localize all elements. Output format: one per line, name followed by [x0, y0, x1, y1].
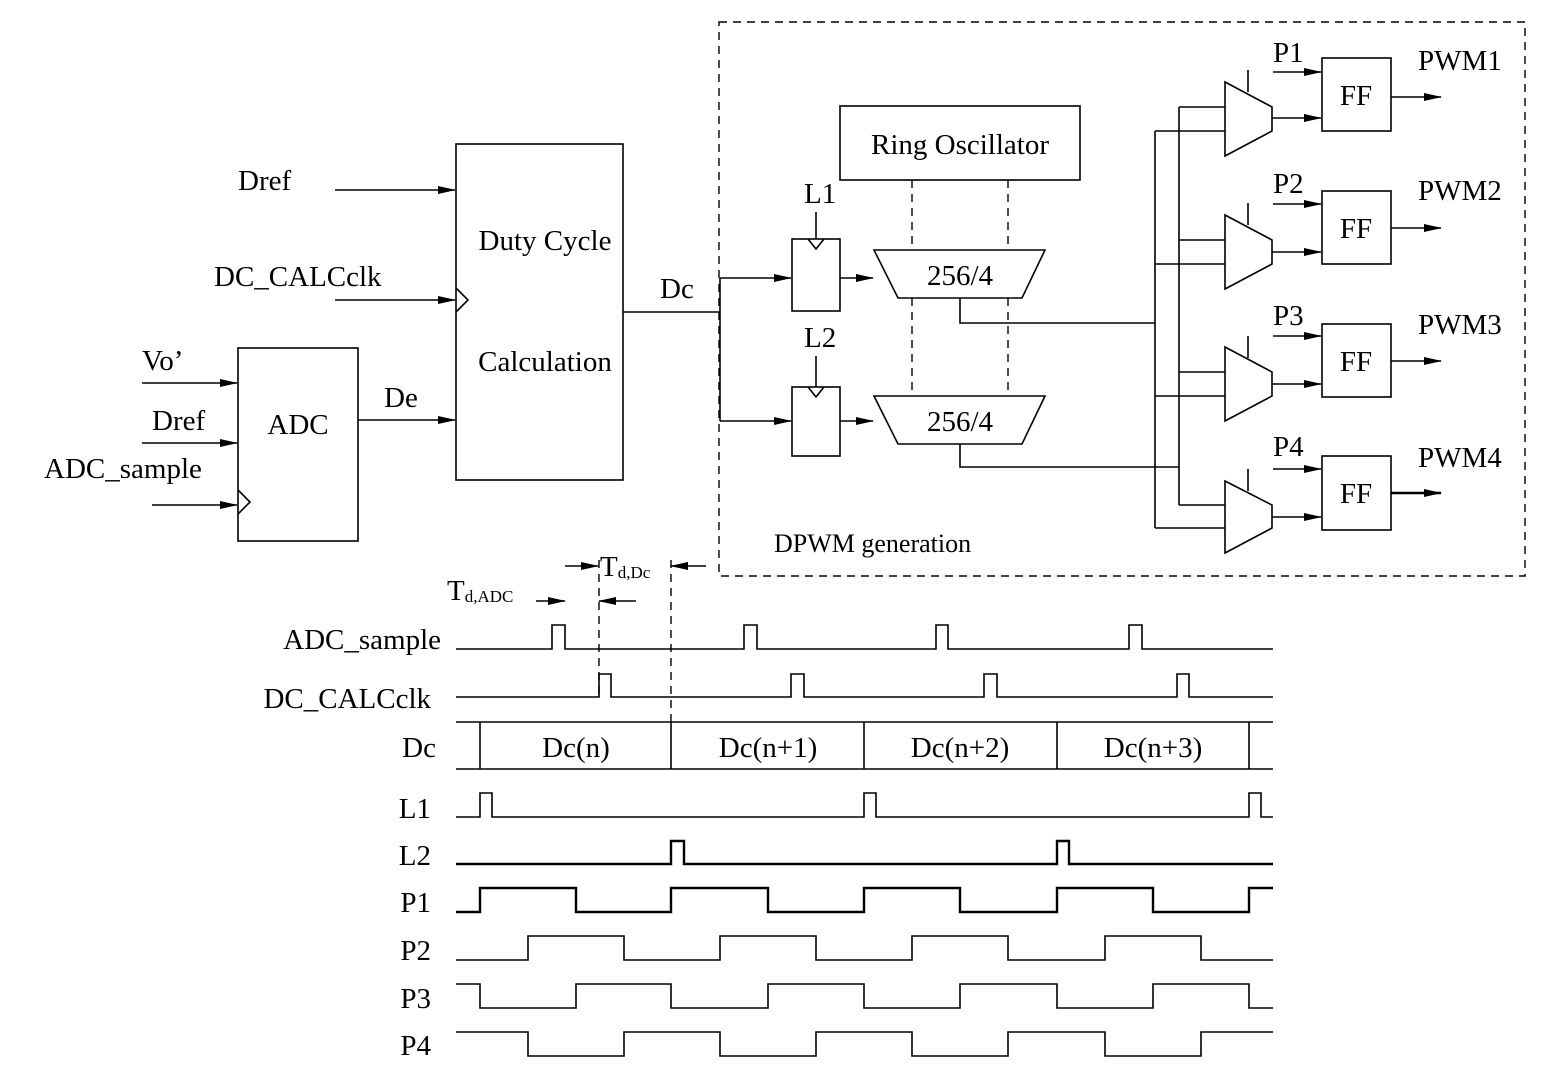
latch1-clock-symbol — [807, 238, 825, 251]
row-label-p4: P4 — [400, 1030, 431, 1062]
de-label: De — [384, 382, 418, 414]
p4-label: P4 — [1273, 431, 1304, 463]
comparator-3 — [1224, 345, 1273, 423]
latch2-label: L2 — [804, 322, 836, 354]
duty-clock-symbol — [455, 287, 470, 313]
dpwm-region-label: DPWM generation — [774, 529, 971, 558]
channel-1: P1 FF PWM1 — [1155, 37, 1502, 158]
row-label-dc: Dc — [402, 732, 436, 764]
wave-p3 — [456, 983, 1273, 1009]
ff-3-label: FF — [1340, 346, 1372, 378]
wave-p4 — [456, 1031, 1273, 1057]
ff-2-label: FF — [1340, 213, 1372, 245]
row-label-l1: L1 — [399, 793, 431, 825]
input-adc-sample-label: ADC_sample — [44, 453, 202, 485]
latch2-block — [791, 386, 841, 457]
row-label-p2: P2 — [400, 935, 431, 967]
adc-label: ADC — [267, 409, 328, 441]
td-dc-sub: d,Dc — [618, 563, 651, 582]
latch2-clock-symbol — [807, 386, 825, 399]
comparator-2 — [1224, 213, 1273, 291]
channel-3: P3 FF PWM3 — [1155, 300, 1502, 423]
wave-p1 — [456, 886, 1273, 914]
latch1-label: L1 — [804, 178, 836, 210]
mux1-out-wire — [959, 298, 1155, 324]
td-dc-main: T — [600, 551, 618, 583]
ff-1 — [1321, 57, 1392, 132]
pwm3-label: PWM3 — [1418, 309, 1502, 341]
td-adc-label: Td,ADC — [447, 575, 513, 607]
dc-segment-2: Dc(n+2) — [911, 732, 1009, 764]
row-label-dc-calcclk: DC_CALCclk — [263, 683, 431, 715]
dc-label: Dc — [660, 273, 694, 305]
ff-4-label: FF — [1340, 478, 1372, 510]
td-adc-annotation: Td,ADC — [447, 575, 636, 607]
ff-4 — [1321, 455, 1392, 531]
ff-3 — [1321, 323, 1392, 398]
td-adc-main: T — [447, 575, 465, 607]
td-dc-label: Td,Dc — [600, 551, 651, 583]
p3-label: P3 — [1273, 300, 1304, 332]
wave-p2 — [456, 935, 1273, 961]
comparator-1 — [1224, 80, 1273, 158]
comparator-4 — [1224, 479, 1273, 555]
dc-segment-1: Dc(n+1) — [719, 732, 817, 764]
adc-clock-symbol — [237, 489, 252, 515]
pwm2-label: PWM2 — [1418, 175, 1502, 207]
ring-oscillator-block — [839, 105, 1081, 181]
mux1-block — [872, 249, 1047, 299]
duty-cycle-label-1: Duty Cycle — [479, 225, 612, 257]
dc-segment-0: Dc(n) — [542, 732, 610, 764]
duty-cycle-block — [455, 143, 624, 481]
mux2-block — [872, 395, 1047, 445]
ring-oscillator-label: Ring Oscillator — [871, 129, 1049, 161]
p1-label: P1 — [1273, 37, 1304, 69]
mux2-out-wire — [959, 444, 1179, 468]
input-dc-calcclk-label: DC_CALCclk — [214, 261, 382, 293]
row-label-adc-sample: ADC_sample — [283, 624, 441, 656]
dc-segment-3: Dc(n+3) — [1104, 732, 1202, 764]
dpwm-region — [718, 21, 1526, 577]
row-label-l2: L2 — [399, 840, 431, 872]
ff-1-label: FF — [1340, 80, 1372, 112]
row-label-p1: P1 — [400, 887, 431, 919]
duty-cycle-label-2: Calculation — [478, 346, 612, 378]
pwm4-label: PWM4 — [1418, 442, 1502, 474]
ff-2 — [1321, 190, 1392, 265]
input-dref-adc-label: Dref — [152, 405, 205, 437]
p2-label: P2 — [1273, 168, 1304, 200]
input-dref-label: Dref — [238, 165, 291, 197]
channel-4: P4 FF PWM4 — [1155, 431, 1502, 555]
mux1-label: 256/4 — [927, 260, 994, 292]
pwm1-label: PWM1 — [1418, 45, 1502, 77]
wave-adc-sample — [456, 624, 1273, 650]
adc-block — [237, 347, 359, 542]
channel-2: P2 FF PWM2 — [1155, 168, 1502, 291]
wave-dc-calcclk — [456, 673, 1273, 698]
td-adc-sub: d,ADC — [465, 587, 514, 606]
wave-dc-bus: Dc(n) Dc(n+1) Dc(n+2) Dc(n+3) — [456, 721, 1273, 770]
input-vo-label: Vo’ — [142, 345, 183, 377]
wave-l1 — [456, 792, 1273, 818]
td-dc-annotation: Td,Dc — [565, 551, 706, 583]
wave-l2 — [456, 839, 1273, 866]
mux2-label: 256/4 — [927, 406, 994, 438]
row-label-p3: P3 — [400, 983, 431, 1015]
